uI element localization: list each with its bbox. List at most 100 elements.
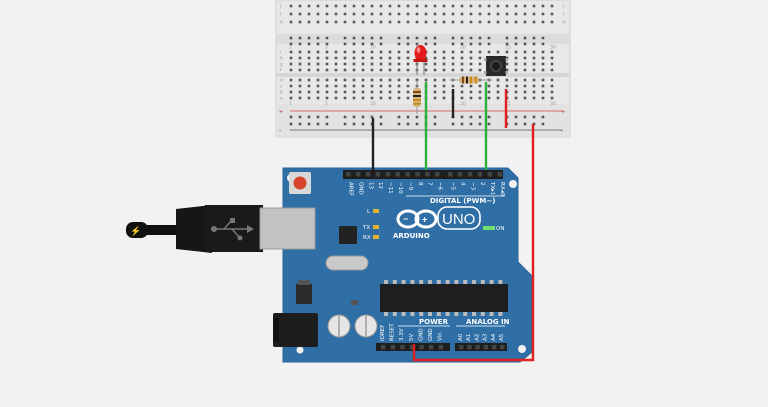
rail-hole[interactable] — [469, 36, 473, 40]
power-pin[interactable] — [438, 345, 444, 350]
breadboard-hole[interactable] — [343, 4, 347, 8]
red-wire-5v[interactable] — [412, 124, 535, 362]
breadboard-hole[interactable] — [298, 56, 302, 60]
power-pin[interactable] — [390, 345, 396, 350]
breadboard-hole[interactable] — [442, 4, 446, 8]
breadboard-hole[interactable] — [442, 62, 446, 66]
analog-pin[interactable] — [459, 345, 464, 350]
breadboard-hole[interactable] — [514, 84, 518, 88]
breadboard-hole[interactable] — [325, 68, 329, 72]
rail-hole[interactable] — [469, 122, 473, 126]
digital-pin[interactable] — [355, 172, 361, 177]
breadboard-hole[interactable] — [370, 4, 374, 8]
breadboard-hole[interactable] — [334, 62, 338, 66]
analog-pin[interactable] — [500, 345, 505, 350]
rail-hole[interactable] — [343, 122, 347, 126]
rail-hole[interactable] — [469, 115, 473, 119]
power-pin[interactable] — [429, 345, 434, 350]
breadboard-hole[interactable] — [460, 20, 464, 24]
breadboard-hole[interactable] — [361, 84, 365, 88]
breadboard-hole[interactable] — [289, 4, 293, 8]
push-button[interactable] — [484, 56, 508, 76]
breadboard-hole[interactable] — [316, 4, 320, 8]
breadboard-hole[interactable] — [379, 12, 383, 16]
breadboard-hole[interactable] — [289, 56, 293, 60]
rail-hole[interactable] — [460, 115, 464, 119]
rail-hole[interactable] — [361, 36, 365, 40]
breadboard-hole[interactable] — [433, 96, 437, 100]
breadboard-hole[interactable] — [307, 56, 311, 60]
breadboard-hole[interactable] — [523, 84, 527, 88]
breadboard-hole[interactable] — [514, 12, 518, 16]
breadboard-hole[interactable] — [406, 50, 410, 54]
breadboard-hole[interactable] — [478, 4, 482, 8]
breadboard-hole[interactable] — [406, 12, 410, 16]
breadboard-hole[interactable] — [451, 56, 455, 60]
breadboard-hole[interactable] — [433, 20, 437, 24]
breadboard-hole[interactable] — [406, 84, 410, 88]
breadboard-hole[interactable] — [433, 62, 437, 66]
breadboard-hole[interactable] — [433, 12, 437, 16]
breadboard-hole[interactable] — [343, 84, 347, 88]
power-pin[interactable] — [400, 345, 405, 350]
breadboard-hole[interactable] — [541, 50, 545, 54]
digital-pin[interactable] — [487, 172, 493, 177]
breadboard-hole[interactable] — [370, 50, 374, 54]
rail-hole[interactable] — [406, 122, 410, 126]
breadboard-hole[interactable] — [415, 4, 419, 8]
breadboard-hole[interactable] — [532, 96, 536, 100]
breadboard-hole[interactable] — [307, 90, 311, 94]
digital-pin[interactable] — [346, 172, 351, 177]
breadboard-hole[interactable] — [379, 78, 383, 82]
breadboard-hole[interactable] — [550, 78, 554, 82]
rail-hole[interactable] — [541, 122, 545, 126]
breadboard-hole[interactable] — [478, 12, 482, 16]
breadboard-hole[interactable] — [316, 62, 320, 66]
rail-hole[interactable] — [433, 36, 437, 40]
breadboard-hole[interactable] — [361, 56, 365, 60]
breadboard-hole[interactable] — [532, 90, 536, 94]
rail-hole[interactable] — [361, 42, 365, 46]
breadboard-hole[interactable] — [424, 56, 428, 60]
rail-hole[interactable] — [325, 122, 329, 126]
breadboard-hole[interactable] — [496, 78, 500, 82]
analog-header[interactable] — [455, 343, 507, 351]
breadboard-hole[interactable] — [388, 84, 392, 88]
breadboard-hole[interactable] — [424, 78, 428, 82]
rail-hole[interactable] — [325, 36, 329, 40]
breadboard-hole[interactable] — [361, 78, 365, 82]
breadboard-hole[interactable] — [379, 56, 383, 60]
breadboard-hole[interactable] — [460, 84, 464, 88]
breadboard-hole[interactable] — [307, 78, 311, 82]
breadboard-hole[interactable] — [361, 12, 365, 16]
breadboard-hole[interactable] — [469, 68, 473, 72]
breadboard-holes[interactable] — [289, 4, 554, 126]
rail-hole[interactable] — [487, 42, 491, 46]
breadboard-hole[interactable] — [325, 12, 329, 16]
breadboard-hole[interactable] — [397, 50, 401, 54]
breadboard-hole[interactable] — [298, 90, 302, 94]
breadboard-hole[interactable] — [298, 4, 302, 8]
breadboard-hole[interactable] — [388, 4, 392, 8]
breadboard-hole[interactable] — [433, 4, 437, 8]
breadboard-hole[interactable] — [289, 12, 293, 16]
rail-hole[interactable] — [460, 122, 464, 126]
rail-hole[interactable] — [433, 122, 437, 126]
breadboard-hole[interactable] — [397, 90, 401, 94]
breadboard-hole[interactable] — [541, 20, 545, 24]
breadboard-hole[interactable] — [415, 20, 419, 24]
rail-hole[interactable] — [523, 122, 527, 126]
rail-hole[interactable] — [289, 42, 293, 46]
breadboard-hole[interactable] — [460, 50, 464, 54]
breadboard-hole[interactable] — [397, 96, 401, 100]
breadboard-hole[interactable] — [514, 20, 518, 24]
breadboard-hole[interactable] — [289, 84, 293, 88]
breadboard-hole[interactable] — [451, 20, 455, 24]
breadboard-hole[interactable] — [433, 78, 437, 82]
analog-pin[interactable] — [491, 345, 497, 350]
rail-hole[interactable] — [514, 115, 518, 119]
breadboard-hole[interactable] — [505, 62, 509, 66]
breadboard-hole[interactable] — [505, 78, 509, 82]
breadboard-hole[interactable] — [379, 68, 383, 72]
breadboard-hole[interactable] — [298, 12, 302, 16]
